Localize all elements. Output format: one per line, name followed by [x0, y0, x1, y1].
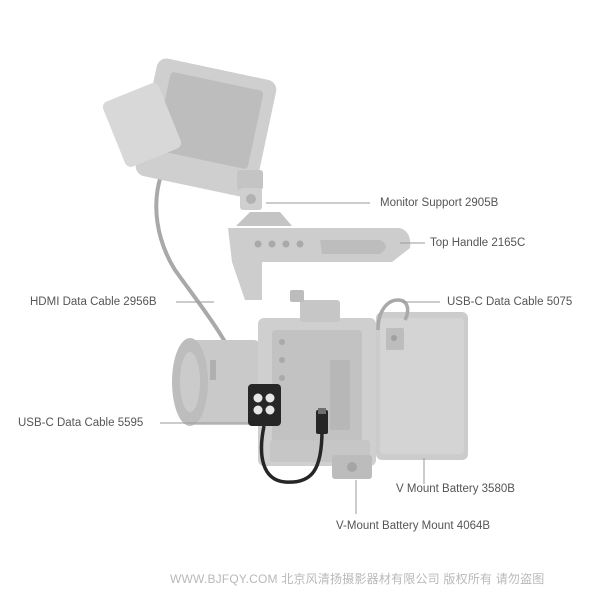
usbc-5075-cable-shape: [376, 298, 410, 331]
label-v-mount-battery: V Mount Battery 3580B: [396, 483, 515, 495]
label-usbc-cable-5595: USB-C Data Cable 5595: [18, 417, 144, 429]
monitor-shape: [102, 58, 277, 198]
leader-lines: [160, 202, 440, 514]
label-monitor-support: Monitor Support 2905B: [380, 197, 499, 209]
top-handle-shape: [228, 212, 411, 300]
watermark-text: WWW.BJFQY.COM 北京风清扬摄影器材有限公司 版权所有 请勿盗图: [170, 572, 545, 586]
monitor-support-shape: [237, 170, 263, 210]
label-top-handle: Top Handle 2165C: [430, 237, 526, 249]
camera-cage-shape: [258, 290, 376, 466]
v-mount-battery-shape: [376, 312, 468, 460]
label-hdmi-cable: HDMI Data Cable 2956B: [30, 296, 157, 308]
usbc-5595-cable-shape: [248, 384, 328, 484]
lens-shape: [172, 338, 260, 426]
label-v-mount-battery-mount: V-Mount Battery Mount 4064B: [336, 520, 491, 532]
v-mount-battery-mount-shape: [332, 455, 372, 479]
label-usbc-cable-5075: USB-C Data Cable 5075: [447, 296, 573, 308]
